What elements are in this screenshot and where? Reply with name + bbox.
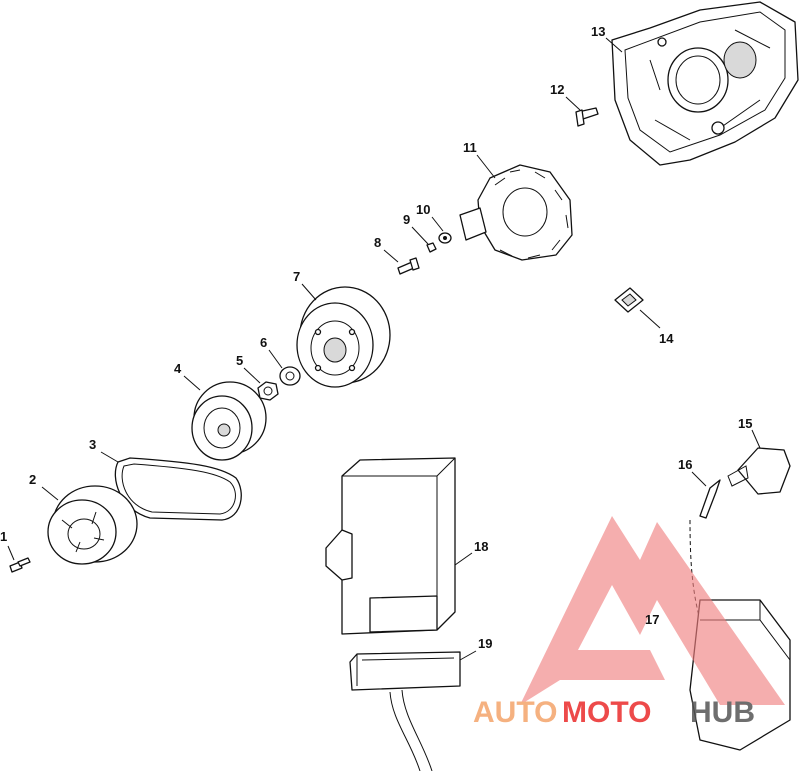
callout-2: 2 <box>29 472 36 487</box>
callout-11: 11 <box>463 140 477 155</box>
callout-5: 5 <box>236 353 243 368</box>
callout-10: 10 <box>416 202 430 217</box>
callout-9: 9 <box>403 212 410 227</box>
part-1-bolt <box>9 557 31 573</box>
callout-3: 3 <box>89 437 96 452</box>
callout-17: 17 <box>645 612 659 627</box>
leader-lines <box>7 37 761 661</box>
watermark-logo-mark <box>520 516 785 705</box>
callout-4: 4 <box>174 361 182 376</box>
part-5-nut <box>257 381 279 401</box>
part-8-bolt <box>397 257 420 275</box>
part-6-washer <box>279 366 301 386</box>
callout-12: 12 <box>550 82 564 97</box>
part-14-clip <box>614 287 644 313</box>
watermark-auto: AUTO <box>473 696 557 729</box>
part-2-pulley <box>47 485 138 565</box>
part-9-nut <box>426 242 437 253</box>
part-13-engine-cover <box>611 1 799 166</box>
part-10-washer <box>438 232 452 244</box>
callout-13: 13 <box>591 24 605 39</box>
part-16-ignition-wire <box>699 479 721 519</box>
part-7-flywheel <box>296 286 391 388</box>
part-15-spark-plug-cap <box>727 447 791 495</box>
callout-15: 15 <box>738 416 752 431</box>
automotohub-watermark: AUTO MOTO HUB <box>473 516 785 729</box>
callout-19: 19 <box>478 636 492 651</box>
callout-14: 14 <box>659 331 674 346</box>
part-4-pulley <box>191 381 267 461</box>
callout-1: 1 <box>0 529 7 544</box>
callout-7: 7 <box>293 269 300 284</box>
part-11-stator <box>459 164 573 261</box>
callout-8: 8 <box>374 235 381 250</box>
callout-6: 6 <box>260 335 267 350</box>
callout-18: 18 <box>474 539 488 554</box>
callout-labels: 1 2 3 4 5 6 7 8 9 10 11 12 13 14 15 16 1… <box>0 24 752 651</box>
callout-16: 16 <box>678 457 692 472</box>
part-18-control-module <box>325 457 456 635</box>
watermark-hub: HUB <box>690 696 755 729</box>
part-12-bolt <box>575 107 599 127</box>
part-19-connector <box>349 651 461 771</box>
watermark-moto: MOTO <box>562 696 651 729</box>
